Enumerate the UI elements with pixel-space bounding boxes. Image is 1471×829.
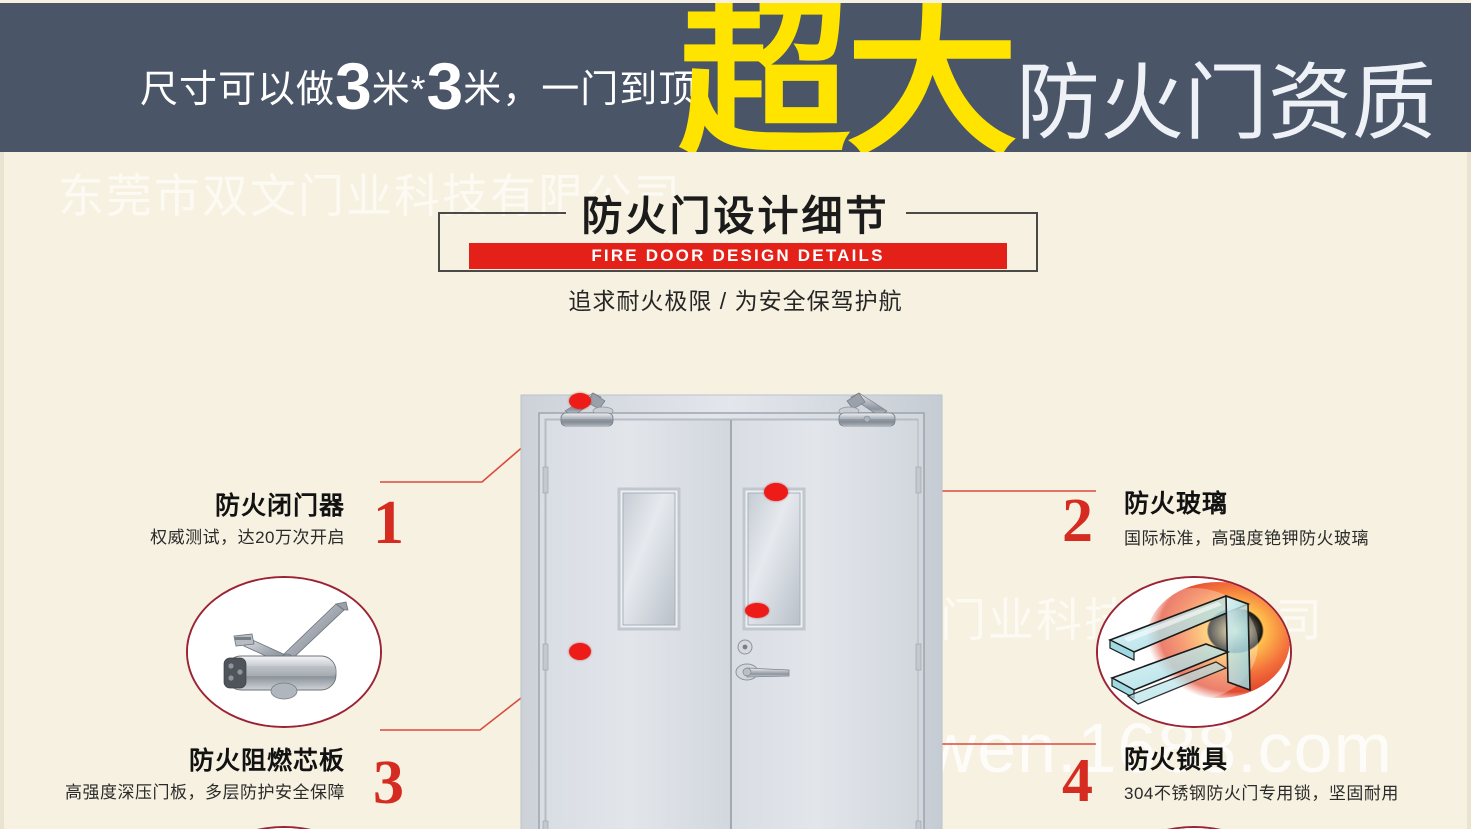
- left-edge-strip: [0, 152, 4, 829]
- feature-2-number: 2: [1062, 487, 1093, 555]
- marker-core-board: [569, 643, 591, 660]
- marker-door-closer: [569, 393, 591, 409]
- content-area: 东莞市双文门业科技有限公司 东莞市双文门业科技有限公司 shuangwen.16…: [0, 152, 1471, 829]
- feature-1-title: 防火闭门器: [214, 492, 345, 520]
- header-size-prefix: 尺寸可以做: [140, 69, 336, 111]
- header-size-mid: 米*: [371, 69, 427, 111]
- door-closer-photo: [186, 576, 382, 728]
- marker-fire-lock: [745, 603, 769, 618]
- fire-door-svg: [520, 392, 943, 829]
- right-edge-strip: [1467, 152, 1471, 829]
- header-size-suffix: 米，一门到顶: [463, 69, 698, 111]
- marker-fire-glass: [764, 483, 788, 501]
- feature-3-number: 3: [373, 749, 404, 817]
- door-closer-illustration: [188, 578, 380, 726]
- fire-door-diagram: [519, 389, 944, 829]
- feature-2-description: 国际标准，高强度铯钾防火玻璃: [1124, 529, 1369, 548]
- door-closer-right: [838, 392, 896, 427]
- page-subtitle: 追求耐火极限 / 为安全保驾护航: [568, 288, 903, 314]
- feature-3-description: 高强度深压门板，多层防护安全保障: [65, 783, 345, 802]
- page-title: 防火门设计细节: [0, 196, 1471, 237]
- feature-1-description: 权威测试，达20万次开启: [150, 528, 345, 547]
- header-size-value-2: 3: [426, 49, 464, 123]
- header-banner: 尺寸可以做3米*3米，一门到顶 超大 防火门资质: [0, 3, 1471, 152]
- header-headline-huge: 超大: [678, 3, 1018, 152]
- title-english-banner: FIRE DOOR DESIGN DETAILS: [469, 243, 1007, 269]
- header-size-claim: 尺寸可以做3米*3米，一门到顶: [140, 53, 697, 119]
- header-qualification-text: 防火门资质: [1016, 56, 1437, 150]
- title-english-text: FIRE DOOR DESIGN DETAILS: [591, 246, 885, 265]
- feature-4-title: 防火锁具: [1124, 746, 1229, 774]
- feature-2-title: 防火玻璃: [1124, 490, 1229, 518]
- fire-glass-photo: [1096, 576, 1292, 728]
- feature-4-description: 304不锈钢防火门专用锁，坚固耐用: [1124, 784, 1399, 803]
- feature-4-number: 4: [1062, 747, 1093, 815]
- feature-3-title: 防火阻燃芯板: [188, 747, 345, 775]
- header-size-value-1: 3: [335, 49, 372, 123]
- fire-door-lock: [735, 639, 790, 681]
- fire-glass-illustration: [1098, 578, 1290, 726]
- feature-1-number: 1: [373, 489, 404, 557]
- page-title-text: 防火门设计细节: [565, 196, 906, 237]
